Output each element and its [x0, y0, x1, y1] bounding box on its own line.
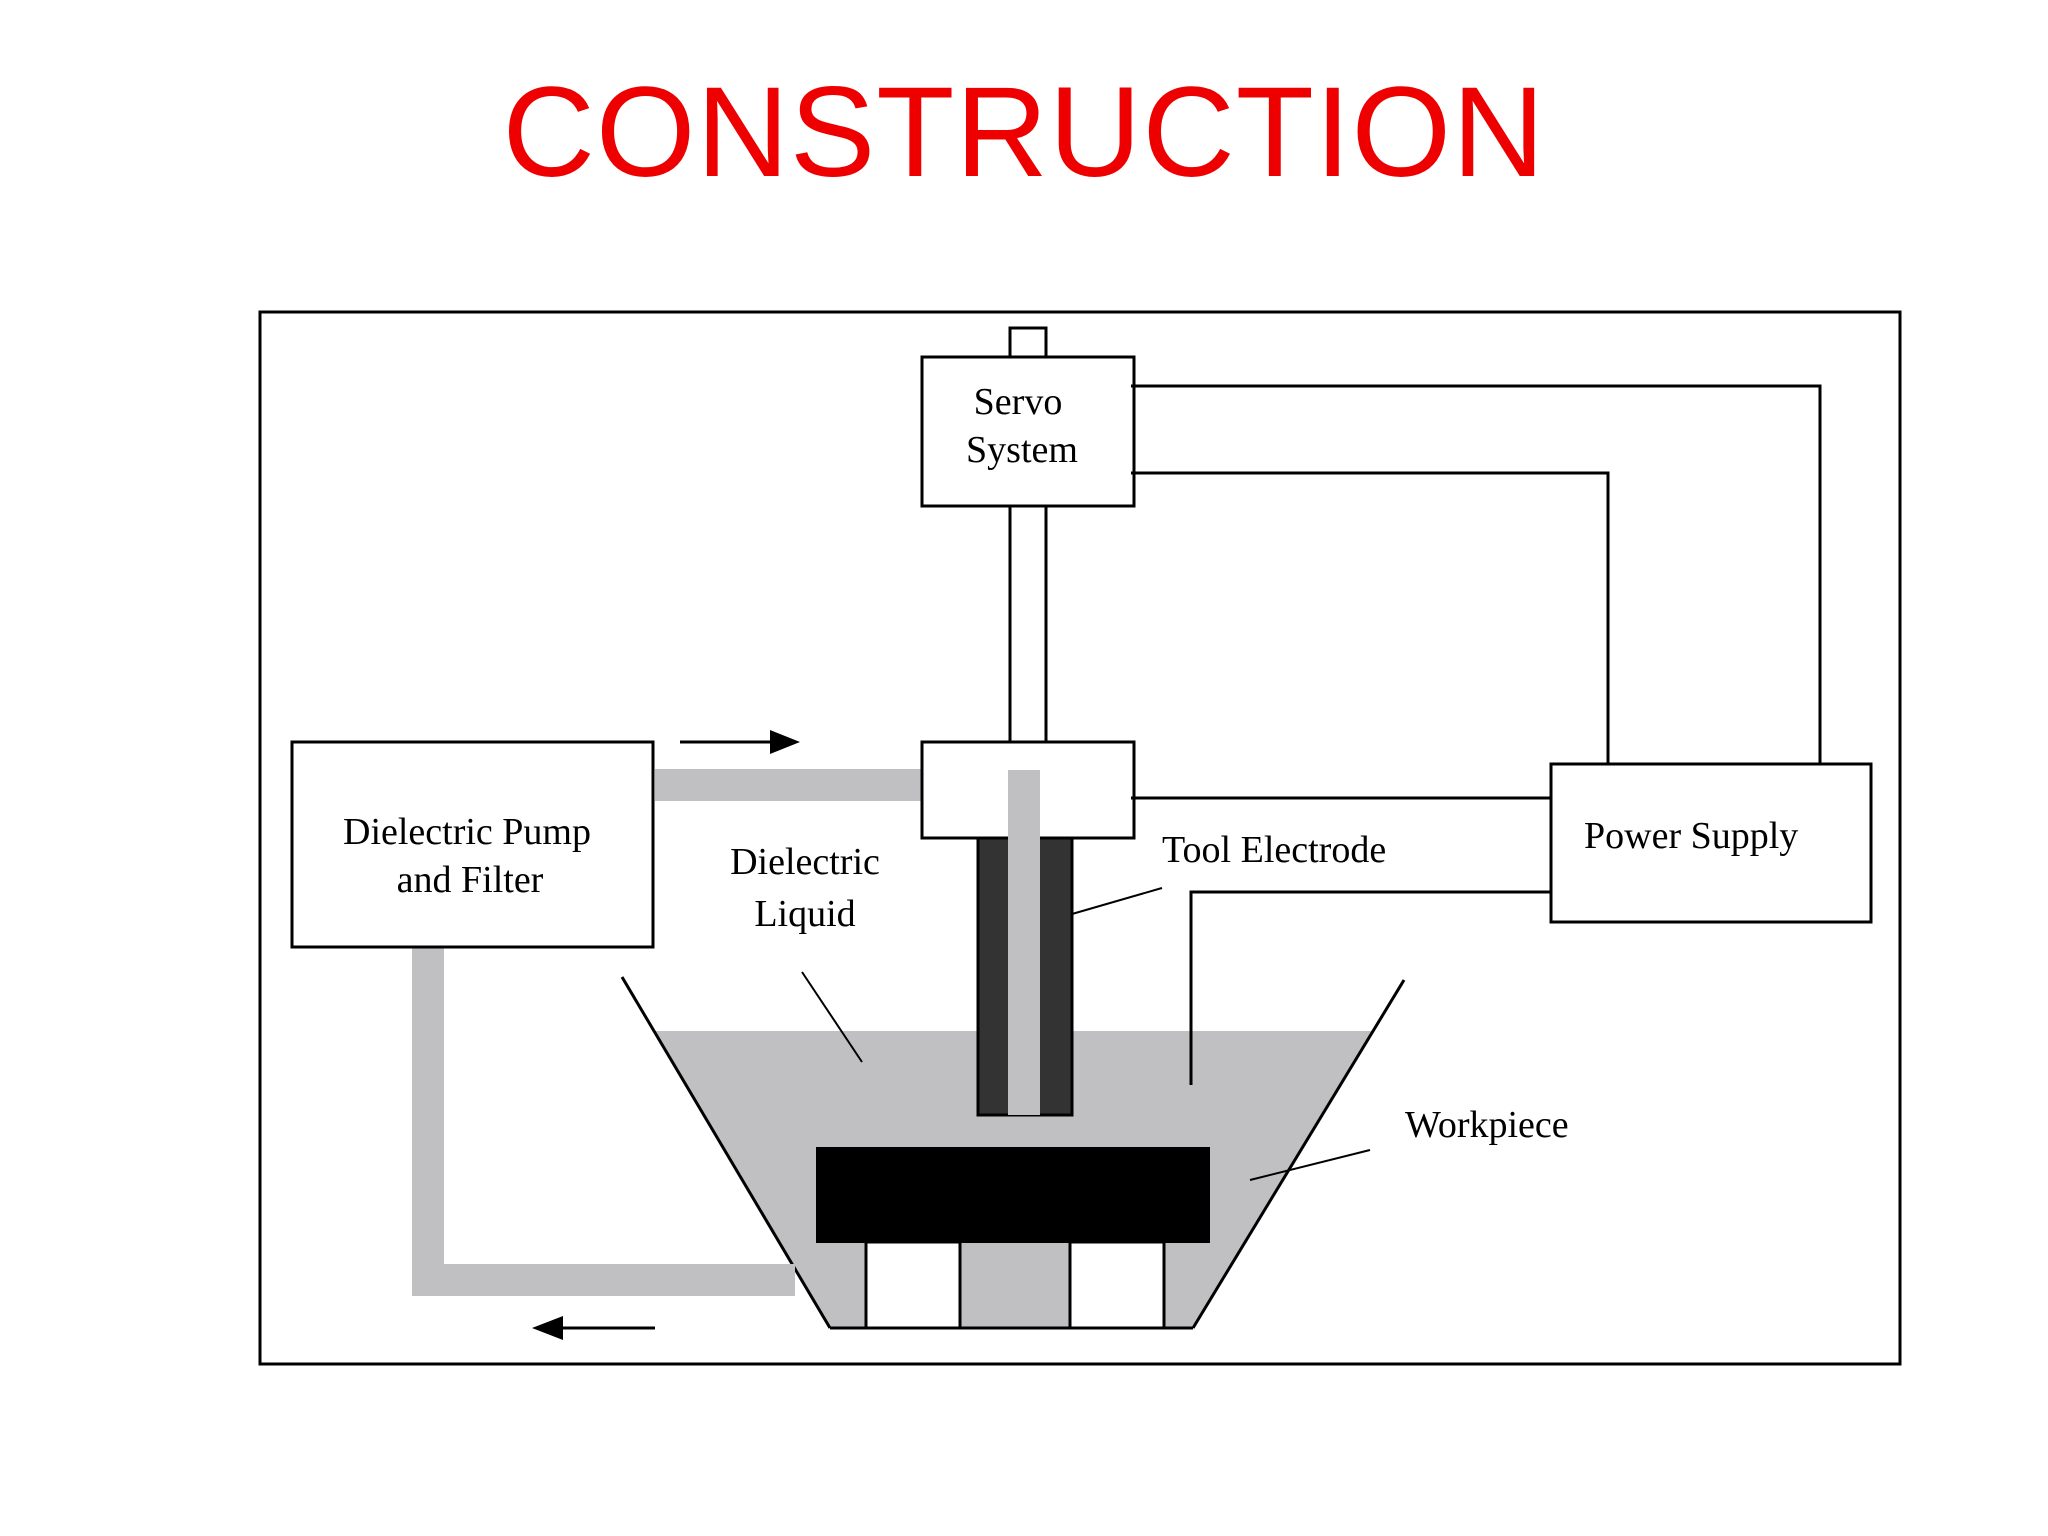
arrow-right-icon [680, 730, 800, 754]
workpiece [816, 1147, 1210, 1243]
tool-electrode-left [978, 838, 1008, 1115]
pump-label-line1: Dielectric Pump [343, 811, 591, 853]
leader-tool-electrode [1071, 887, 1163, 915]
servo-shaft-top [1008, 326, 1048, 360]
wire-workpiece [1189, 890, 1551, 1085]
tank-wall-right [1191, 979, 1406, 1329]
leader-dielectric-liquid [801, 971, 863, 1063]
wire-servo-bottom [1131, 471, 1610, 764]
workpiece-support-right [1068, 1240, 1166, 1330]
workpiece-label: Workpiece [1405, 1104, 1569, 1146]
wire-servo-top [1131, 384, 1822, 764]
workpiece-support-left [864, 1240, 962, 1330]
dielectric-tube [412, 947, 795, 1296]
tool-electrode-right [1040, 838, 1072, 1115]
dielectric-pump-box [290, 740, 655, 949]
page-title: CONSTRUCTION [502, 61, 1546, 204]
servo-label-line1: Servo [974, 381, 1063, 423]
liquid-label-line2: Liquid [754, 893, 855, 935]
arrow-left-icon [532, 1316, 655, 1340]
power-supply-label: Power Supply [1584, 815, 1798, 857]
tool-electrode-label: Tool Electrode [1162, 829, 1386, 871]
tank-wall-left [620, 976, 832, 1329]
servo-system-box [920, 355, 1136, 508]
leader-workpiece [1249, 1149, 1371, 1181]
pump-label-line2: and Filter [397, 859, 544, 901]
servo-shaft [1008, 504, 1048, 745]
liquid-label-line1: Dielectric [730, 841, 880, 883]
power-supply-box [1549, 762, 1873, 924]
servo-label-line2: System [966, 429, 1078, 471]
diagram-frame [258, 310, 1902, 1366]
